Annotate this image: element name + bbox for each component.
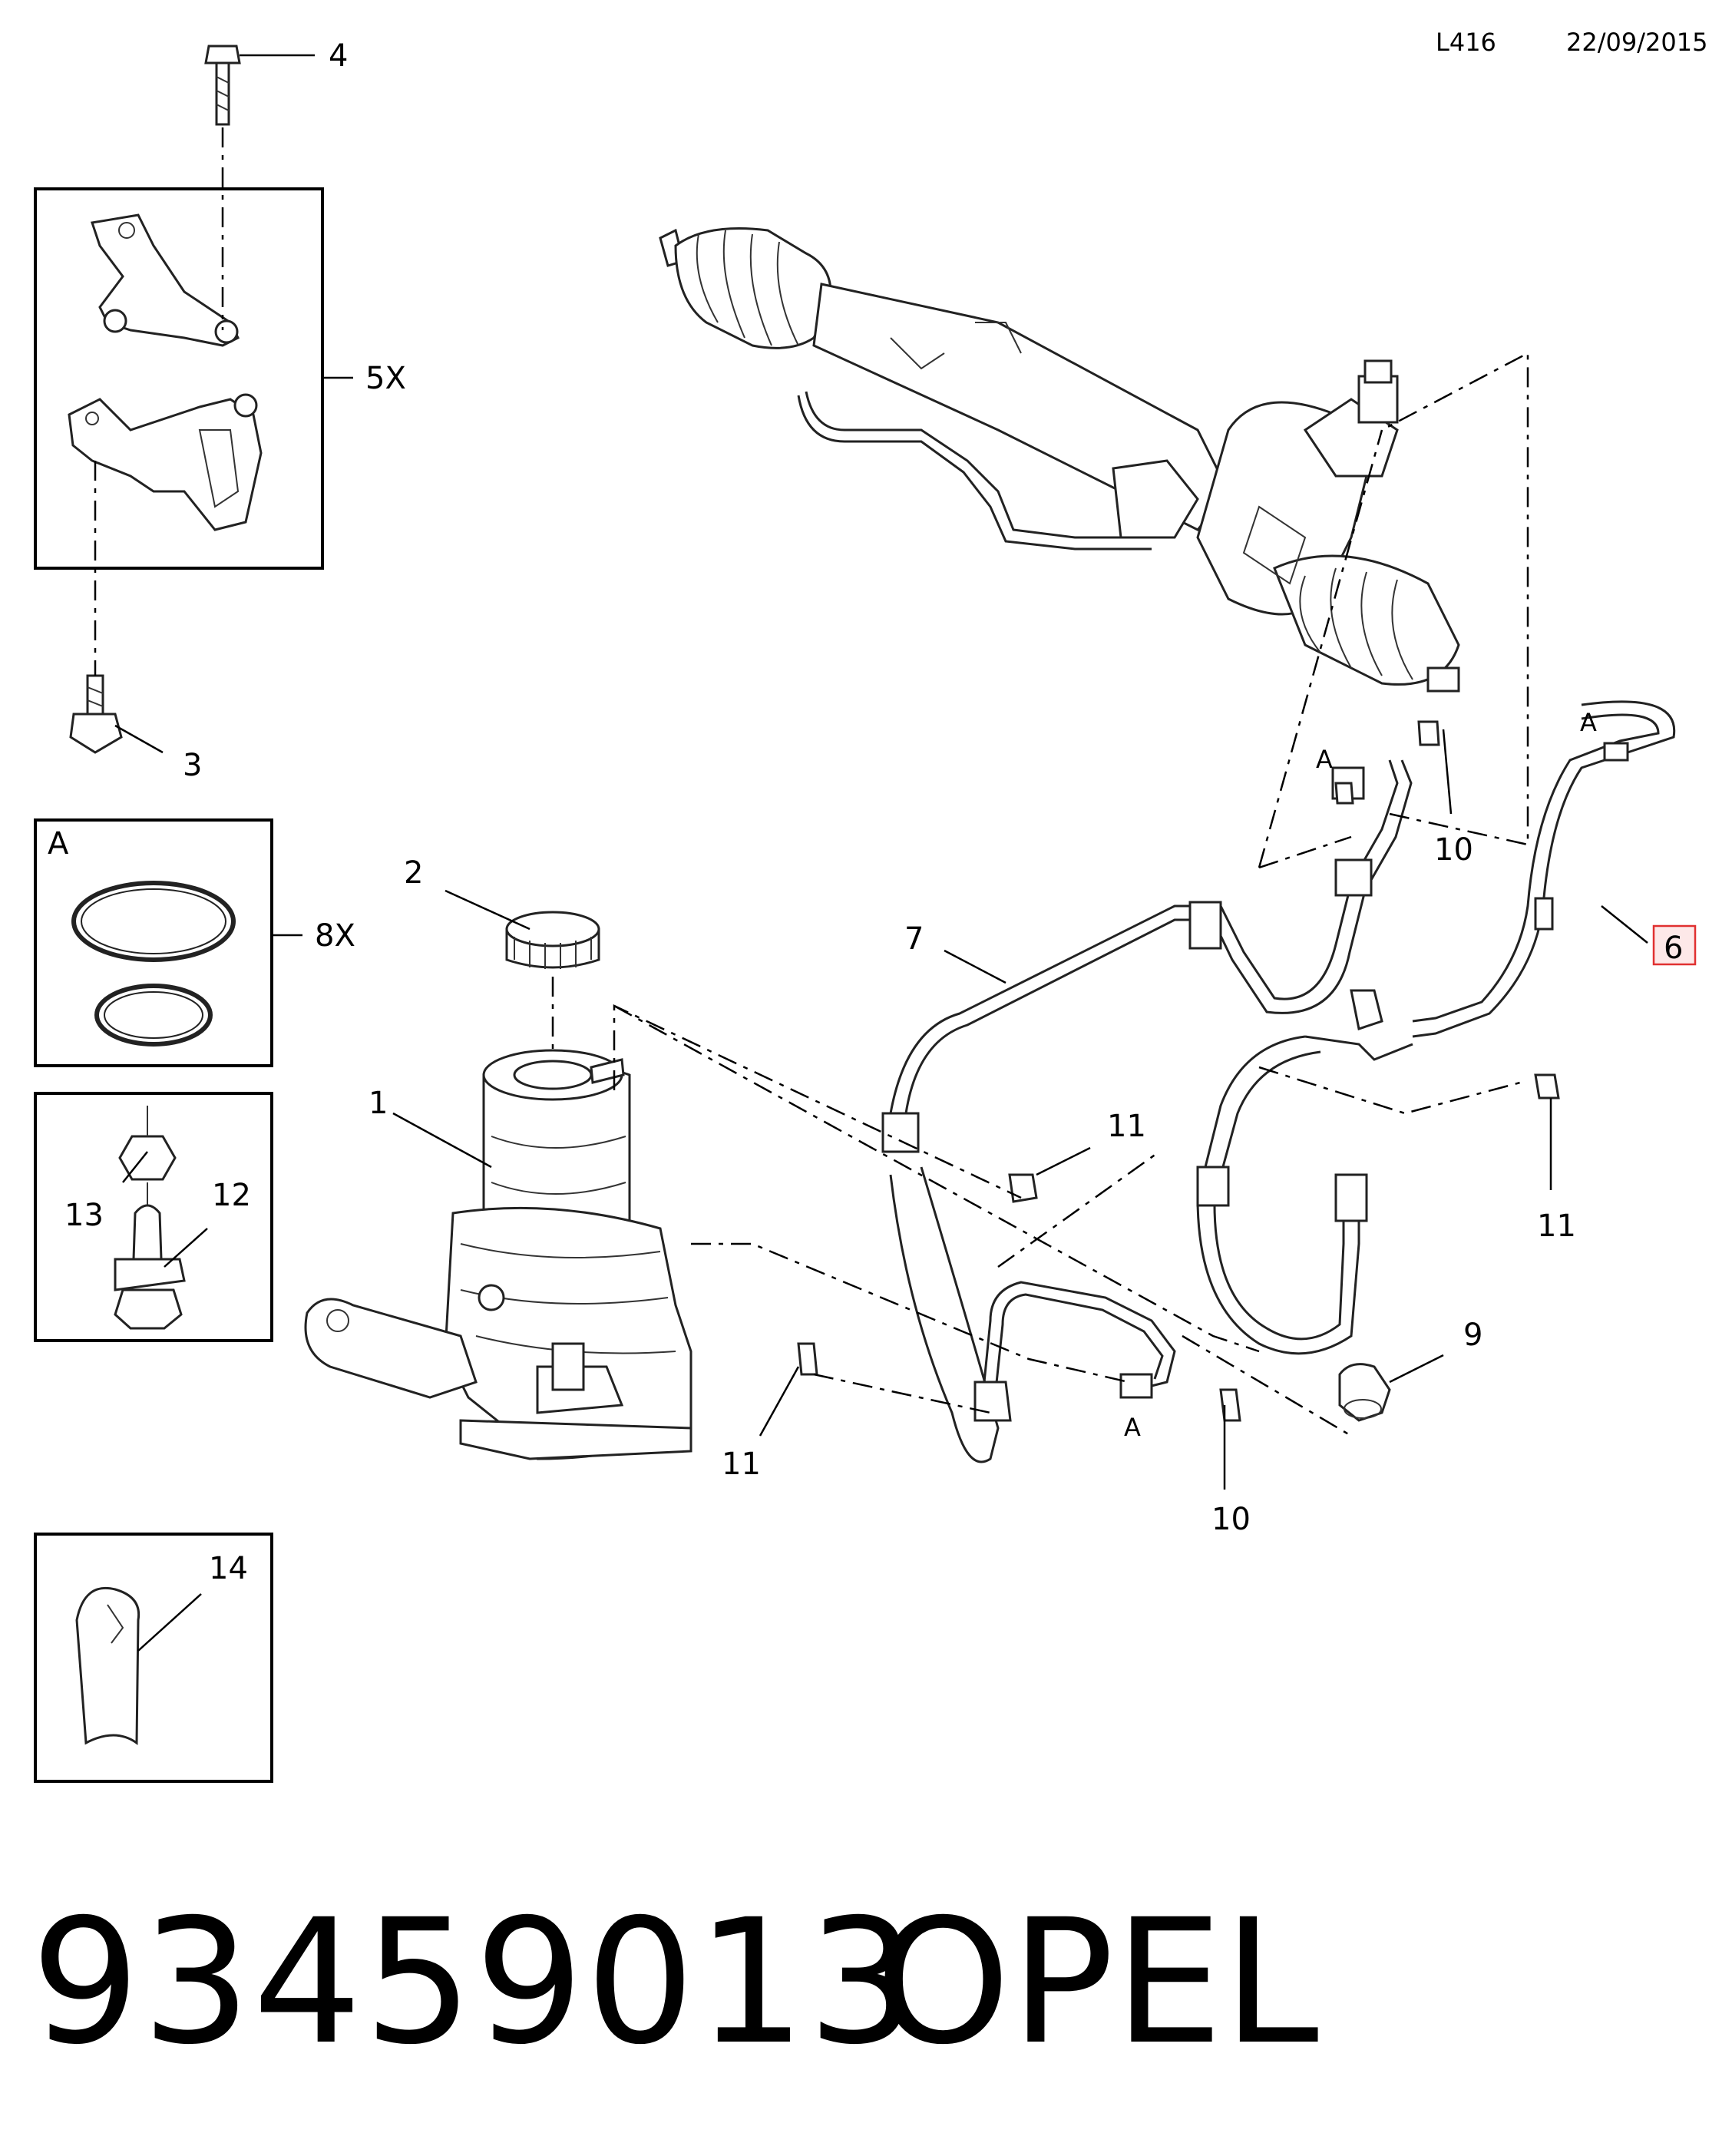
box-a-marker: A <box>48 826 69 861</box>
callout-7: 7 <box>904 921 924 957</box>
screw-4 <box>204 45 315 330</box>
steering-rack <box>659 227 1460 693</box>
bracket-box <box>34 187 353 570</box>
clip-box <box>34 1533 273 1783</box>
callout-3: 3 <box>183 748 202 783</box>
leader-dashes <box>613 351 1529 1437</box>
brand-name: OPEL <box>875 1882 1319 2082</box>
marker-a-1: A <box>1316 745 1333 774</box>
callout-labels: 4 5X 3 8X 2 1 7 10 11 11 9 10 11 12 13 1… <box>64 38 1697 1586</box>
bolts <box>797 720 1560 1422</box>
diagram-date: 22/09/2015 <box>1566 28 1708 57</box>
callout-2: 2 <box>404 855 423 891</box>
callout-10-top: 10 <box>1434 832 1473 868</box>
callout-4: 4 <box>329 38 348 74</box>
hose-6 <box>1412 700 1676 1038</box>
marker-a-2: A <box>1580 708 1597 737</box>
callout-10-bottom: 10 <box>1211 1502 1251 1537</box>
pump-assembly <box>304 911 692 1460</box>
a-markers: A A A A <box>48 708 1597 1442</box>
return-hose <box>1196 989 1413 1355</box>
callout-11-mid: 11 <box>1107 1109 1146 1144</box>
part-number: 93459013 <box>31 1882 919 2082</box>
callout-6-highlight <box>1652 924 1697 966</box>
leader-lines <box>122 729 1648 1652</box>
callout-13: 13 <box>64 1198 104 1233</box>
o-ring-box <box>34 818 302 1067</box>
callout-5x: 5X <box>365 361 406 396</box>
callout-14: 14 <box>209 1551 248 1586</box>
callout-9: 9 <box>1463 1318 1482 1353</box>
callout-11-bottom: 11 <box>722 1447 761 1482</box>
callout-12: 12 <box>212 1178 251 1213</box>
diagram-code: L416 <box>1436 28 1496 57</box>
nut-stud-box <box>34 1092 273 1342</box>
bolt-3 <box>69 461 164 754</box>
callout-1: 1 <box>369 1086 388 1121</box>
marker-a-3: A <box>1124 1413 1141 1442</box>
pressure-line <box>973 1281 1176 1422</box>
hose-7 <box>881 759 1413 1463</box>
callout-8x: 8X <box>315 918 355 954</box>
callout-6: 6 <box>1664 931 1683 966</box>
callout-11-right: 11 <box>1537 1209 1576 1244</box>
clamp-9 <box>1338 1363 1391 1422</box>
